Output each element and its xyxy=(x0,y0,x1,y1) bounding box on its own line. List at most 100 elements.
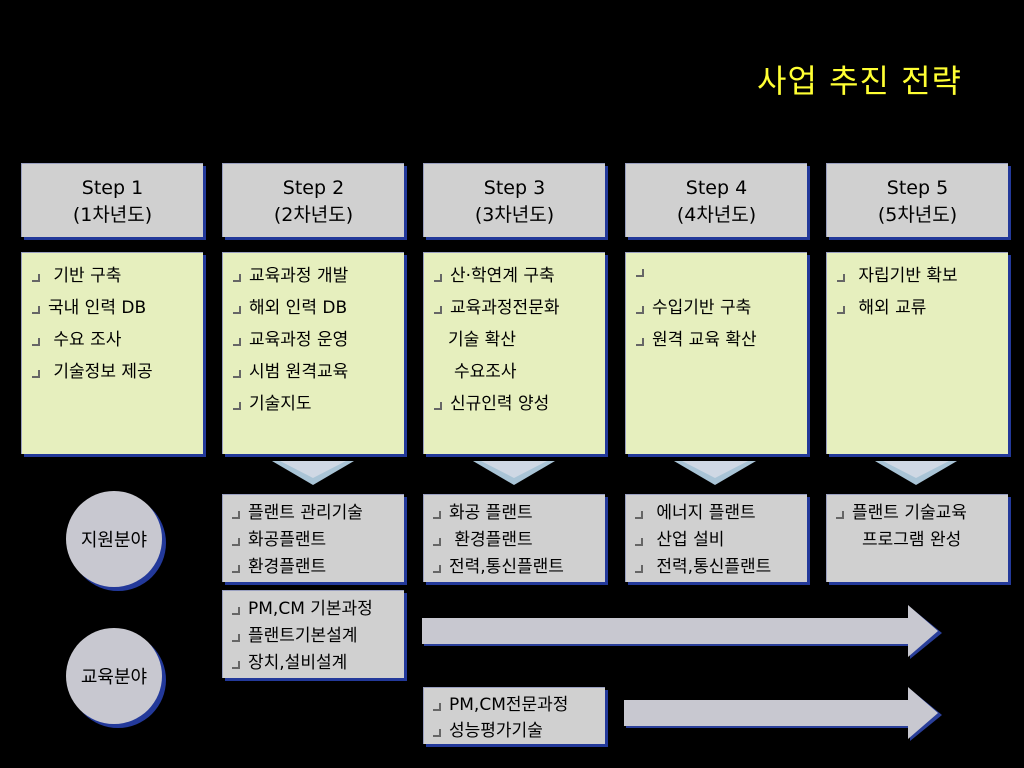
list-item: 성능평가기술 xyxy=(433,716,605,742)
bullet-icon xyxy=(837,274,845,282)
step-1-year: (1차년도) xyxy=(72,204,153,226)
bullet-icon xyxy=(232,565,240,573)
bullet-icon xyxy=(837,306,845,314)
bullet-icon xyxy=(32,306,40,314)
bullet-icon xyxy=(635,511,643,519)
bullet-icon xyxy=(836,511,844,519)
bullet-icon xyxy=(32,338,40,346)
bullet-icon xyxy=(635,538,643,546)
step-2-year: (2차년도) xyxy=(273,204,354,226)
bullet-icon xyxy=(635,565,643,573)
support-step-2: 플랜트 관리기술 화공플랜트 환경플랜트 xyxy=(222,494,404,582)
support-area-label: 지원분야 xyxy=(66,491,162,587)
bullet-icon xyxy=(232,607,240,615)
bullet-icon xyxy=(636,269,644,277)
list-item: 산·학연계 구축 xyxy=(434,261,605,293)
step-1-content: 기반 구축 국내 인력 DB 수요 조사 기술정보 제공 xyxy=(21,252,203,454)
list-item: 기반 구축 xyxy=(32,261,203,293)
list-item: PM,CM 기본과정 xyxy=(232,594,404,621)
bullet-icon xyxy=(232,634,240,642)
list-item: 전력,통신플랜트 xyxy=(433,552,605,579)
step-1-box: Step 1 (1차년도) xyxy=(21,163,203,237)
bullet-icon xyxy=(433,565,441,573)
step-5-year: (5차년도) xyxy=(877,204,958,226)
bullet-icon xyxy=(636,338,644,346)
bullet-icon xyxy=(433,729,441,737)
support-step-4: 에너지 플랜트 산업 설비 전력,통신플랜트 xyxy=(625,494,807,582)
bullet-icon xyxy=(434,402,442,410)
bullet-icon xyxy=(636,306,644,314)
list-item: 화공플랜트 xyxy=(232,525,404,552)
list-item: 환경플랜트 xyxy=(433,525,605,552)
bullet-icon xyxy=(32,274,40,282)
step-3-box: Step 3 (3차년도) xyxy=(423,163,605,237)
list-item: 플랜트기본설계 xyxy=(232,621,404,648)
list-item: 기술지도 xyxy=(233,389,404,421)
list-item: 시범 원격교육 xyxy=(233,357,404,389)
list-item: 환경플랜트 xyxy=(232,552,404,579)
step-1-name: Step 1 xyxy=(81,177,144,199)
education-basic-course: PM,CM 기본과정 플랜트기본설계 장치,설비설계 xyxy=(222,590,404,678)
list-item: 국내 인력 DB xyxy=(32,293,203,325)
step-2-content: 교육과정 개발 해외 인력 DB 교육과정 운영 시범 원격교육 기술지도 xyxy=(222,252,404,454)
bullet-icon xyxy=(233,370,241,378)
bullet-icon xyxy=(233,402,241,410)
step-4-content: 수입기반 구축 원격 교육 확산 xyxy=(625,252,807,454)
down-arrow-icon xyxy=(674,461,756,485)
list-item: 해외 교류 xyxy=(837,293,1008,325)
list-item: 신규인력 양성 xyxy=(434,389,605,421)
list-item xyxy=(636,261,807,293)
support-step-3: 화공 플랜트 환경플랜트 전력,통신플랜트 xyxy=(423,494,605,582)
list-item: 원격 교육 확산 xyxy=(636,325,807,357)
bullet-icon xyxy=(232,511,240,519)
education-expert-course: PM,CM전문과정 성능평가기술 xyxy=(423,687,605,744)
list-item: 장치,설비설계 xyxy=(232,648,404,675)
list-item: 교육과정 운영 xyxy=(233,325,404,357)
bullet-icon xyxy=(233,338,241,346)
bullet-icon xyxy=(434,274,442,282)
list-item: 프로그램 완성 xyxy=(862,530,962,550)
list-item: 자립기반 확보 xyxy=(837,261,1008,293)
bullet-icon xyxy=(232,661,240,669)
bullet-icon xyxy=(433,538,441,546)
list-item: 화공 플랜트 xyxy=(433,498,605,525)
step-2-box: Step 2 (2차년도) xyxy=(222,163,404,237)
step-4-box: Step 4 (4차년도) xyxy=(625,163,807,237)
education-area-label: 교육분야 xyxy=(66,628,162,724)
down-arrow-icon xyxy=(473,461,555,485)
list-item: 수요 조사 xyxy=(32,325,203,357)
step-4-name: Step 4 xyxy=(685,177,748,199)
step-5-name: Step 5 xyxy=(886,177,949,199)
right-arrow-icon xyxy=(422,605,942,659)
page-title: 사업 추진 전략 xyxy=(757,62,962,100)
bullet-icon xyxy=(32,370,40,378)
bullet-icon xyxy=(433,511,441,519)
step-3-year: (3차년도) xyxy=(474,204,555,226)
list-item: 기술 확산 xyxy=(448,330,516,350)
step-3-content: 산·학연계 구축 교육과정전문화 기술 확산 수요조사 신규인력 양성 xyxy=(423,252,605,454)
step-3-name: Step 3 xyxy=(483,177,546,199)
list-item: 플랜트 기술교육 xyxy=(836,498,1008,525)
step-5-content: 자립기반 확보 해외 교류 xyxy=(826,252,1008,454)
list-item: PM,CM전문과정 xyxy=(433,690,605,716)
down-arrow-icon xyxy=(272,461,354,485)
list-item: 에너지 플랜트 xyxy=(635,498,807,525)
step-2-name: Step 2 xyxy=(282,177,345,199)
list-item: 교육과정 개발 xyxy=(233,261,404,293)
bullet-icon xyxy=(433,703,441,711)
list-item: 수요조사 xyxy=(454,362,517,382)
step-4-year: (4차년도) xyxy=(676,204,757,226)
list-item: 기술정보 제공 xyxy=(32,357,203,389)
right-arrow-icon xyxy=(624,687,942,741)
list-item: 플랜트 관리기술 xyxy=(232,498,404,525)
list-item: 수입기반 구축 xyxy=(636,293,807,325)
list-item: 산업 설비 xyxy=(635,525,807,552)
bullet-icon xyxy=(232,538,240,546)
step-5-box: Step 5 (5차년도) xyxy=(826,163,1008,237)
bullet-icon xyxy=(233,274,241,282)
list-item: 해외 인력 DB xyxy=(233,293,404,325)
list-item: 교육과정전문화 xyxy=(434,293,605,325)
list-item: 전력,통신플랜트 xyxy=(635,552,807,579)
support-step-5: 플랜트 기술교육 프로그램 완성 xyxy=(826,494,1008,582)
down-arrow-icon xyxy=(875,461,957,485)
